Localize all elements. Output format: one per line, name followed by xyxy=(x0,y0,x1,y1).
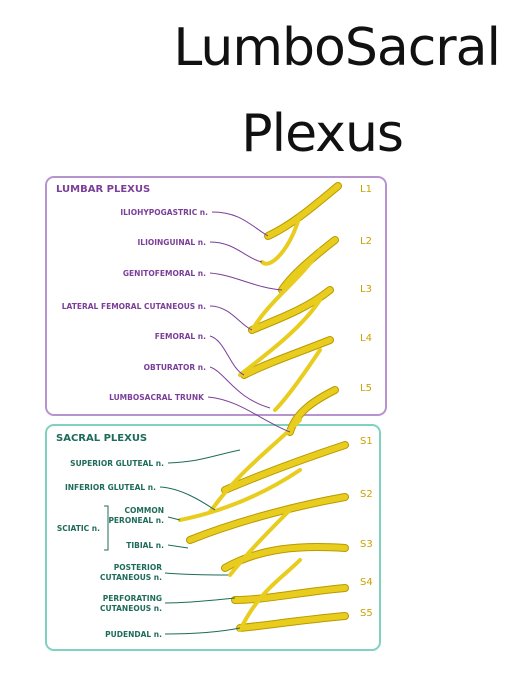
label-obturator: OBTURATOR n. xyxy=(144,363,207,372)
sacral-nerve-labels: SUPERIOR GLUTEAL n. INFERIOR GLUTEAL n. … xyxy=(57,459,164,639)
label-perforating-cutaneous-1: PERFORATING xyxy=(103,594,162,603)
level-l2: L2 xyxy=(360,236,372,247)
lumbar-plexus-header: LUMBAR PLEXUS xyxy=(56,184,150,195)
level-s5: S5 xyxy=(360,608,373,619)
level-l3: L3 xyxy=(360,284,372,295)
label-common-peroneal-2: PERONEAL n. xyxy=(108,516,164,525)
level-l5: L5 xyxy=(360,383,372,394)
title-line-1: LumboSacral xyxy=(173,18,501,78)
label-pudendal: PUDENDAL n. xyxy=(105,630,162,639)
label-common-peroneal-1: COMMON xyxy=(125,506,164,515)
label-iliohypogastric: ILIOHYPOGASTRIC n. xyxy=(120,208,208,217)
level-s1: S1 xyxy=(360,436,373,447)
level-s3: S3 xyxy=(360,539,373,550)
label-lateral-femoral-cutaneous: LATERAL FEMORAL CUTANEOUS n. xyxy=(62,302,206,311)
level-l1: L1 xyxy=(360,184,372,195)
label-perforating-cutaneous-2: CUTANEOUS n. xyxy=(100,604,162,613)
nerve-roots xyxy=(178,182,349,632)
title-line-2: Plexus xyxy=(241,104,404,164)
sacral-plexus-box xyxy=(45,424,381,651)
sacral-leaders xyxy=(104,449,241,635)
label-superior-gluteal: SUPERIOR GLUTEAL n. xyxy=(70,459,164,468)
label-inferior-gluteal: INFERIOR GLUTEAL n. xyxy=(65,483,156,492)
sacral-plexus-header: SACRAL PLEXUS xyxy=(56,433,147,444)
level-labels: L1 L2 L3 L4 L5 S1 S2 S3 S4 S5 xyxy=(360,184,373,619)
label-genitofemoral: GENITOFEMORAL n. xyxy=(123,269,206,278)
lumbar-plexus-box xyxy=(45,176,387,416)
label-lumbosacral-trunk: LUMBOSACRAL TRUNK xyxy=(109,393,205,402)
label-ilioinguinal: ILIOINGUINAL n. xyxy=(138,238,207,247)
label-tibial: TIBIAL n. xyxy=(126,541,164,550)
lumbar-nerve-labels: ILIOHYPOGASTRIC n. ILIOINGUINAL n. GENIT… xyxy=(62,208,208,402)
lumbar-leaders xyxy=(207,211,291,433)
label-femoral: FEMORAL n. xyxy=(155,332,206,341)
label-sciatic: SCIATIC n. xyxy=(57,524,100,533)
level-l4: L4 xyxy=(360,333,372,344)
label-posterior-cutaneous-1: POSTERIOR xyxy=(114,563,162,572)
label-posterior-cutaneous-2: CUTANEOUS n. xyxy=(100,573,162,582)
level-s2: S2 xyxy=(360,489,373,500)
level-s4: S4 xyxy=(360,577,373,588)
